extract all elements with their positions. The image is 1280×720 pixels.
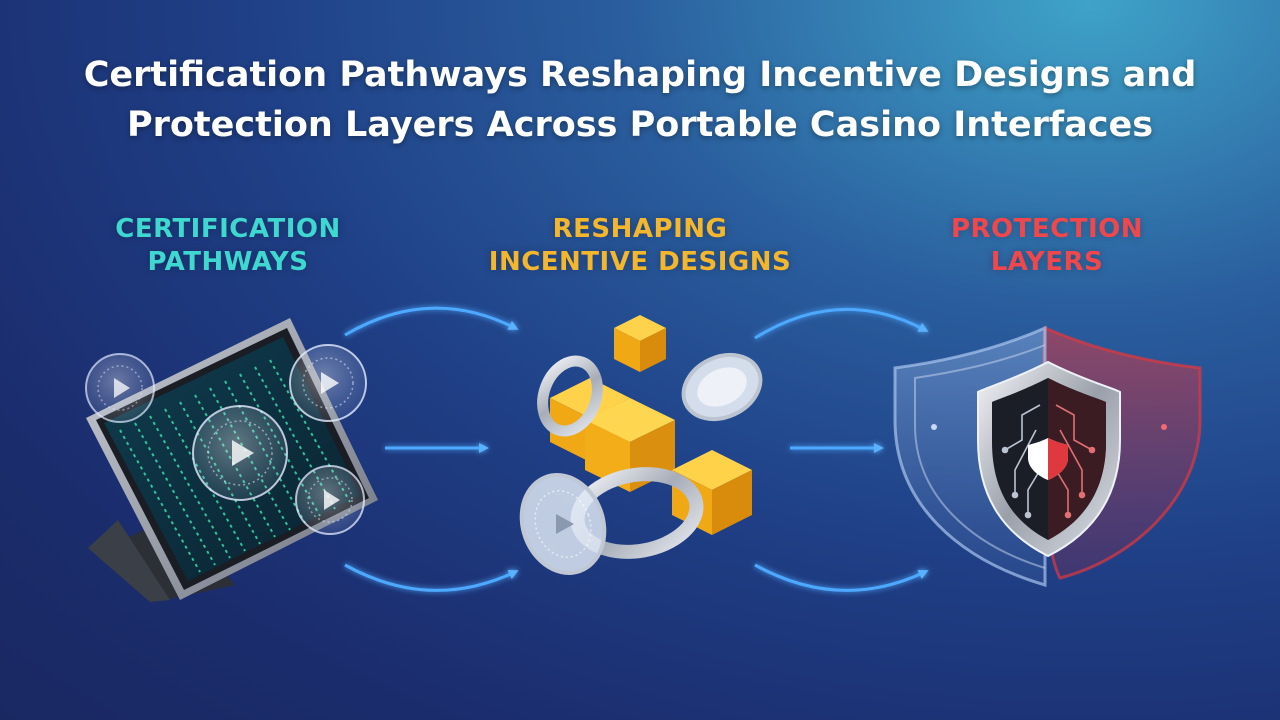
shield-front-inner-red-half (1048, 378, 1106, 540)
title-line-1: Certification Pathways Reshaping Incenti… (83, 55, 1197, 95)
play-disc-bottom-right (295, 465, 365, 535)
stage-label-incentive: RESHAPING INCENTIVE DESIGNS (450, 213, 830, 279)
play-disc-top-right (289, 344, 367, 422)
tablet-icon (85, 318, 378, 602)
shield-blue-inner-line (914, 344, 1046, 569)
arrow-lower-left (344, 563, 519, 592)
circuit-traces-red (1055, 404, 1096, 519)
stage-label-incentive-line-2: INCENTIVE DESIGNS (488, 247, 792, 277)
tablet-stand-side (88, 520, 170, 602)
shield-core-red (1048, 438, 1068, 480)
stage-label-incentive-line-1: RESHAPING (552, 214, 728, 244)
shield-blue-node (931, 424, 937, 430)
glass-coin-bottom-left (519, 473, 607, 575)
stage-label-certification-line-2: PATHWAYS (147, 247, 309, 277)
title-line-2: Protection Layers Across Portable Casino… (126, 105, 1154, 145)
ring-left (537, 355, 603, 437)
circuit-traces (1001, 404, 1041, 519)
stage-label-protection-line-2: LAYERS (990, 247, 1104, 277)
play-disc-top-left (85, 353, 155, 423)
stage-label-certification: CERTIFICATION PATHWAYS (38, 213, 418, 279)
shield-red-node (1161, 424, 1167, 430)
arrow-lower-right (754, 563, 929, 592)
page-title: Certification Pathways Reshaping Incenti… (0, 50, 1280, 150)
arrows-incentive-to-protection (754, 307, 929, 592)
shield-icon (893, 325, 1202, 588)
stage-label-protection: PROTECTION LAYERS (857, 213, 1237, 279)
arrow-upper-right (754, 307, 929, 340)
stage-label-certification-line-1: CERTIFICATION (115, 214, 341, 244)
cubes-icon (519, 315, 763, 575)
arrow-upper-left (344, 306, 519, 337)
stage-label-protection-line-1: PROTECTION (950, 214, 1144, 244)
glass-coin-right (681, 352, 763, 422)
cube-small (614, 315, 666, 372)
play-disc-center (192, 405, 288, 501)
arrows-certification-to-incentive (344, 306, 519, 592)
